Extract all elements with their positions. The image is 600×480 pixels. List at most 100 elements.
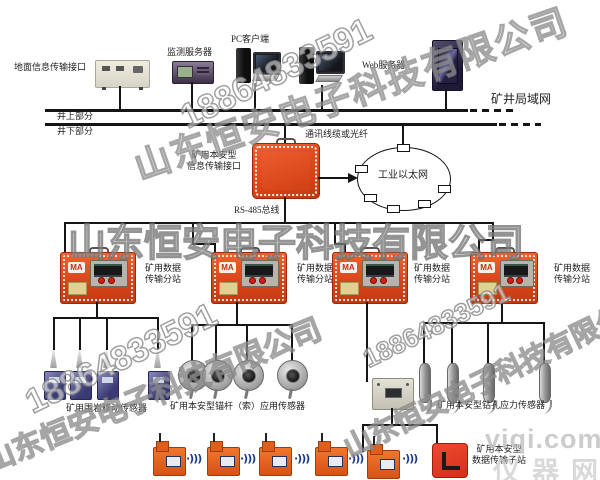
wireless-signal: ·))) [294, 452, 310, 465]
connector-line [53, 317, 55, 350]
connector-line [451, 322, 453, 363]
surface-bus-dashed [470, 109, 516, 112]
connector-line [191, 324, 293, 326]
sensor-hook [50, 350, 57, 368]
pc-monitor [253, 52, 281, 74]
bottom-station-label-line1: 矿用本安型 [476, 444, 522, 454]
server-door [438, 48, 458, 84]
substation-label-line2: 传输分站 [413, 274, 450, 284]
connector-line [79, 317, 81, 350]
connector-line [64, 224, 66, 252]
rock-movement-group-label: 矿用围岩移动传感器 [66, 403, 148, 413]
substation-box-1: MA [60, 252, 136, 304]
substation-box-3: MA [332, 252, 408, 304]
arrow-line [318, 177, 349, 179]
connector-line [284, 197, 286, 224]
box-face [262, 152, 310, 190]
transmitter-screen [328, 456, 343, 467]
substation-label-line2: 传输分站 [553, 274, 590, 284]
barrier-device [372, 378, 414, 410]
connector-line [423, 322, 544, 324]
substation-plate [340, 282, 359, 295]
box-handle [89, 247, 109, 255]
pc-client-label: PC客户端 [231, 34, 270, 44]
barrier-dot [406, 383, 409, 386]
substation-display [500, 260, 534, 287]
connector-line [157, 317, 159, 350]
interface-label-line1: 矿用本安型 [191, 150, 237, 160]
anchor-group-label: 矿用本安型锚杆（索）应用传感器 [170, 401, 306, 411]
anchor-sensor [233, 360, 264, 391]
connector-line [391, 408, 393, 426]
underground-bus-line [45, 123, 497, 126]
connector-line [321, 85, 323, 110]
transmitter-screen [272, 456, 287, 467]
connector-line [215, 324, 217, 362]
pc-keyboard [314, 75, 344, 82]
substation-label-2: 矿用数据 传输分站 [291, 263, 339, 285]
ma-logo: MA [478, 262, 495, 273]
substation-button [507, 277, 514, 284]
server-screen [177, 66, 193, 78]
wireless-signal: ·))) [240, 452, 256, 465]
substation-button [259, 277, 266, 284]
connector-line [436, 424, 438, 445]
substation-plate [219, 282, 238, 295]
interface-station-label: 矿用本安型 信息传输接口 [178, 150, 250, 172]
connector-line [344, 243, 346, 252]
substation-box-2: MA [211, 252, 287, 304]
connector-line [478, 239, 494, 241]
box-handle [276, 138, 296, 146]
substation-button [108, 277, 115, 284]
connector-line [478, 239, 480, 252]
wireless-signal: ·))) [348, 452, 364, 465]
connector-line [445, 89, 447, 110]
box-handle [360, 247, 380, 255]
barrier-screen [385, 388, 402, 398]
substation-label-4: 矿用数据 传输分站 [548, 263, 596, 285]
arrow-head [348, 173, 358, 183]
ring-node [438, 185, 451, 193]
bottom-station-label: 矿用本安型 数据传输子站 [468, 444, 530, 466]
connector-line [246, 324, 248, 362]
substation-button [516, 277, 523, 284]
rock-movement-sensor [148, 371, 170, 400]
bottom-station-label-line2: 数据传输子站 [471, 455, 526, 465]
ma-logo: MA [219, 262, 236, 273]
transmitter-screen [220, 456, 235, 467]
substation-label-1: 矿用数据 传输分站 [139, 263, 187, 285]
connector-line [236, 302, 238, 325]
connector-line [492, 224, 494, 241]
substation-label-3: 矿用数据 传输分站 [408, 263, 456, 285]
substation-screen [366, 264, 394, 277]
surface-interface-label: 地面信息传输接口 [14, 62, 87, 72]
anchor-sensor [277, 360, 308, 391]
substation-button [98, 277, 105, 284]
surface-section-label: 井上部分 [57, 111, 94, 121]
connector-line [214, 243, 216, 252]
underground-bus-dashed [499, 123, 541, 126]
borehole-sensor [539, 363, 552, 414]
borehole-sensor [419, 363, 432, 414]
anchor-sensor [202, 360, 233, 391]
monitor-server-label: 监测服务器 [167, 47, 213, 57]
connector-line [192, 224, 194, 245]
substation-plate [478, 282, 497, 295]
web-server-device [432, 40, 463, 91]
rs485-label: RS-485总线 [234, 205, 280, 215]
device-port [102, 66, 110, 71]
substation-screen [245, 264, 273, 277]
connector-line [119, 86, 121, 110]
surface-interface-device [95, 60, 150, 90]
monitor-server-device [172, 61, 214, 84]
wireless-transmitter [207, 433, 240, 476]
web-server-label: Web服务器 [362, 60, 406, 70]
substation-button [370, 277, 377, 284]
ma-logo: MA [68, 262, 85, 273]
cable-label: 通讯线缆或光纤 [305, 129, 369, 139]
pc-keyboard [251, 74, 281, 81]
wireless-signal: ·))) [402, 452, 418, 465]
substation-label-line1: 矿用数据 [553, 263, 590, 273]
rs485-bus-line [64, 222, 494, 224]
